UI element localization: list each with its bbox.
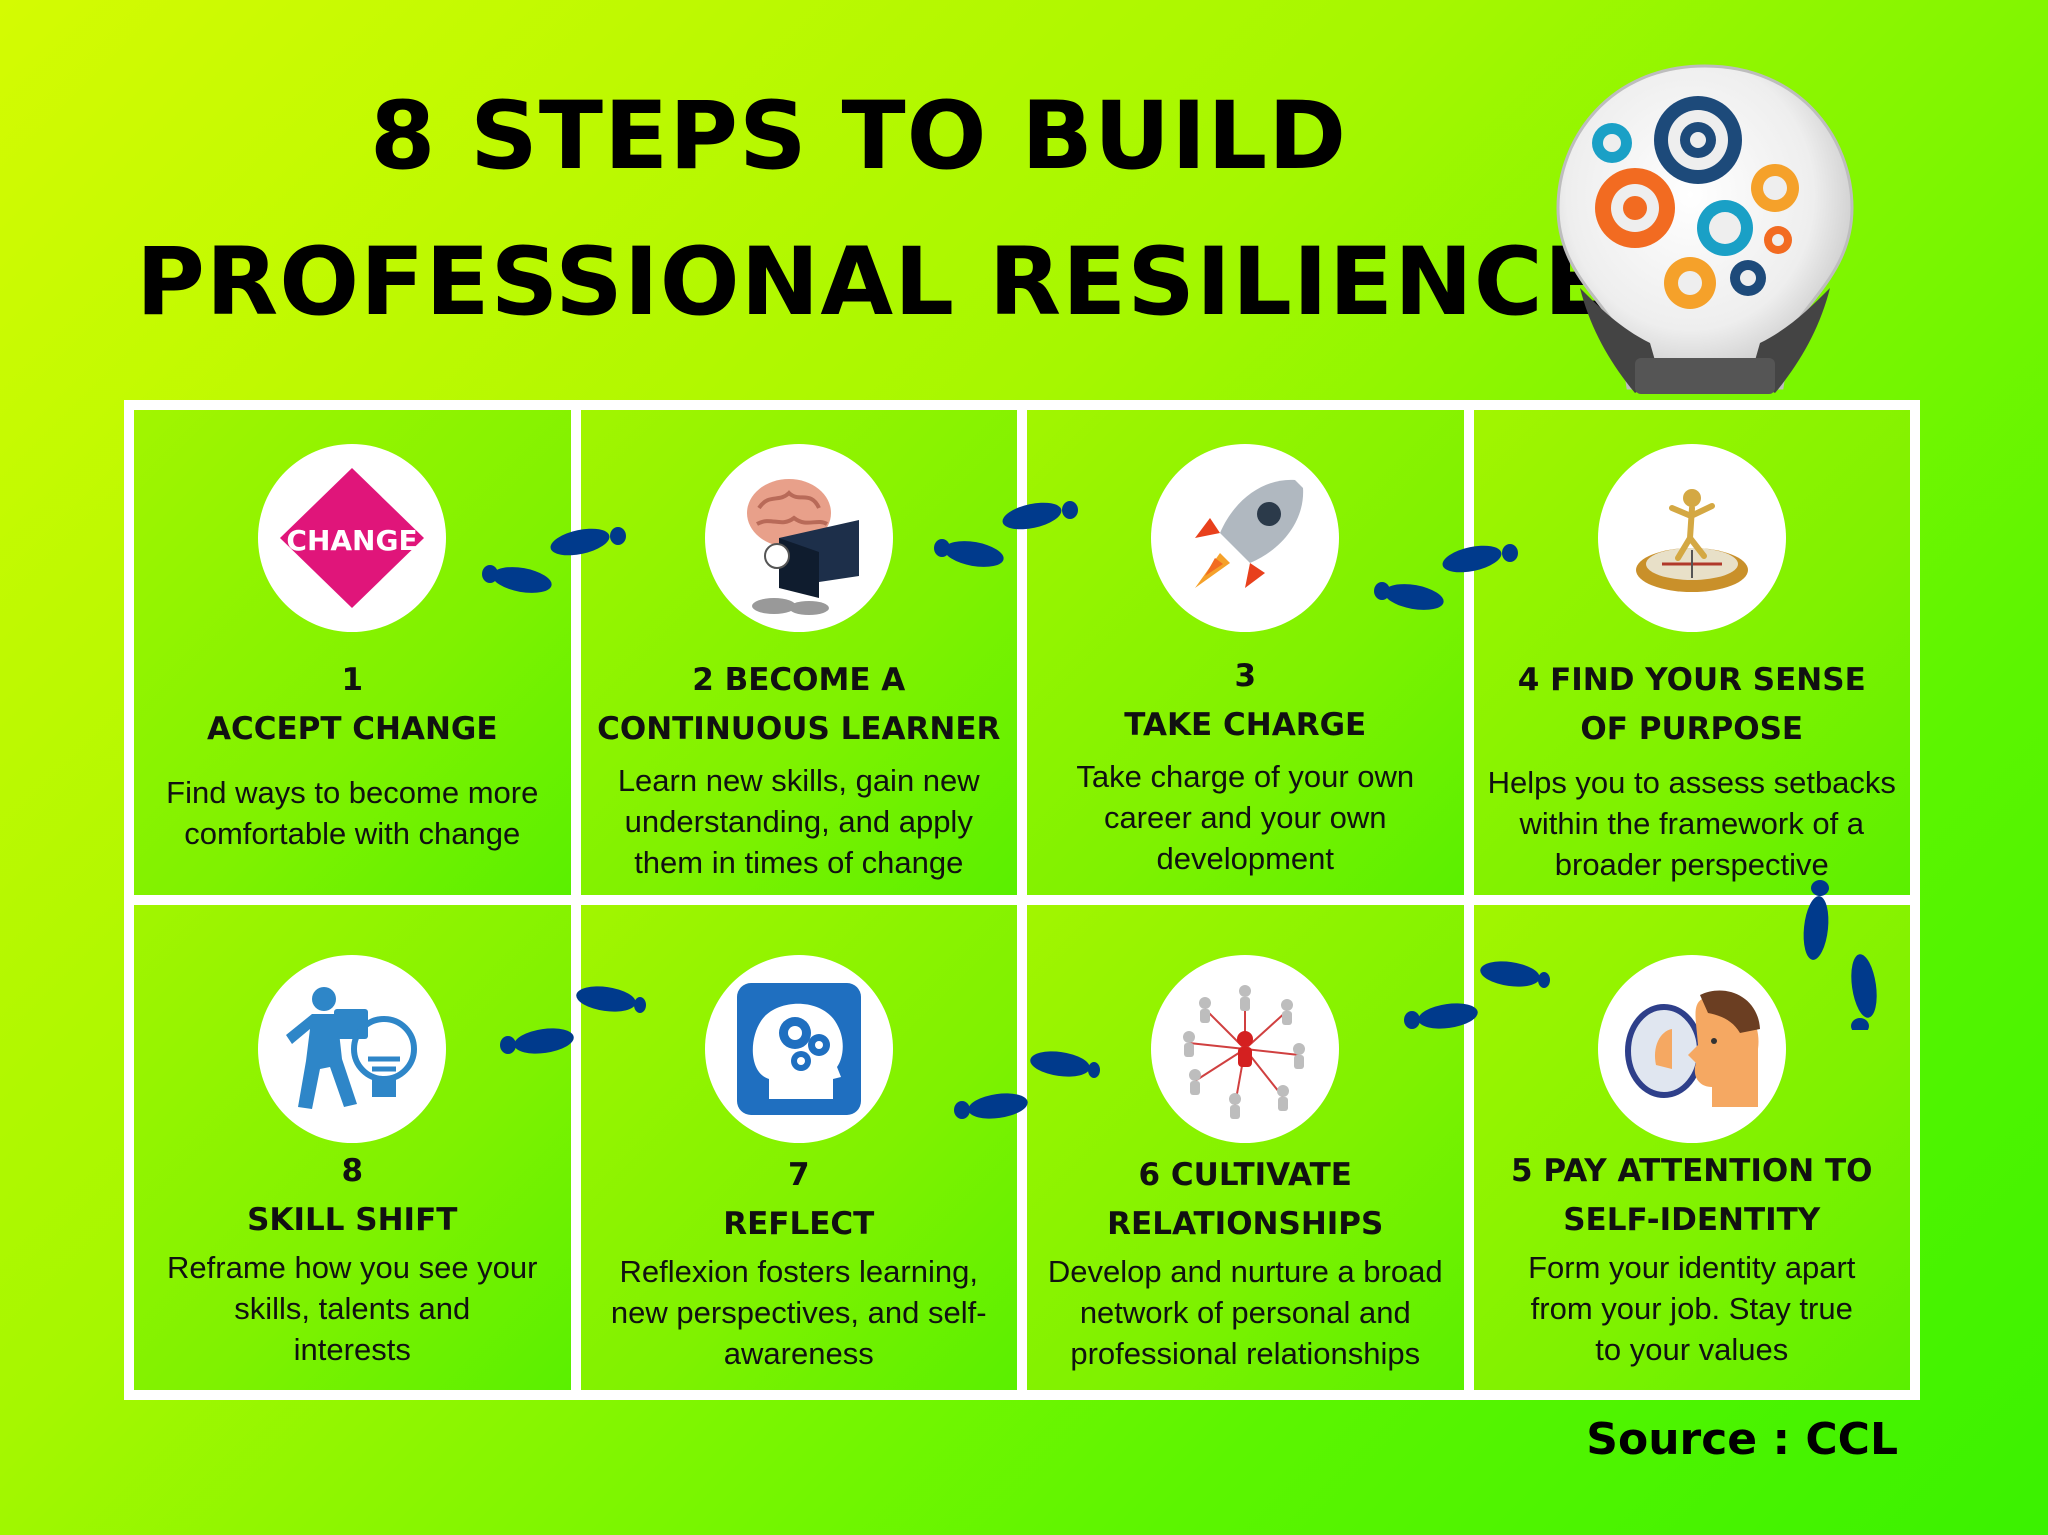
step-card-6: 6 CULTIVATE RELATIONSHIPS Develop and nu… <box>1027 905 1464 1390</box>
step-7-desc-line: awareness <box>723 1336 874 1371</box>
network-people-icon <box>1183 985 1306 1119</box>
step-5-desc-line: from your job. Stay true <box>1530 1291 1853 1326</box>
step-7-desc-line: Reflexion fosters learning, <box>619 1254 978 1289</box>
change-sign-text: CHANGE <box>287 524 418 557</box>
step-7-title-line: REFLECT <box>723 1206 875 1242</box>
step-3-title: 3 TAKE CHARGE <box>1027 652 1464 750</box>
step-6-icon-circle <box>1151 955 1340 1143</box>
step-2-title-line: CONTINUOUS LEARNER <box>597 711 1001 747</box>
step-3-title-line: TAKE CHARGE <box>1124 707 1367 743</box>
step-6-title-line: 6 CULTIVATE <box>1138 1157 1352 1193</box>
step-5-desc-line: Form your identity apart <box>1528 1250 1856 1285</box>
step-7-desc-line: new perspectives, and self- <box>610 1295 987 1330</box>
footprints-icon <box>1803 880 1877 1030</box>
title-line-1: 8 STEPS TO BUILD <box>370 82 1348 191</box>
step-4-desc-line: broader perspective <box>1554 847 1829 882</box>
step-5-icon-circle <box>1597 955 1786 1143</box>
step-2-title: 2 BECOME A CONTINUOUS LEARNER <box>581 656 1018 754</box>
step-3-icon-circle <box>1151 444 1340 632</box>
step-1-description: Find ways to become more comfortable wit… <box>148 772 557 854</box>
step-4-description: Helps you to assess setbacks within the … <box>1488 762 1897 885</box>
step-3-description: Take charge of your own career and your … <box>1041 756 1450 879</box>
title-line-2: PROFESSIONAL RESILIENCE <box>136 228 1609 337</box>
step-1-title: 1 ACCEPT CHANGE <box>134 656 571 754</box>
step-2-description: Learn new skills, gain new understanding… <box>595 760 1004 883</box>
step-6-title: 6 CULTIVATE RELATIONSHIPS <box>1027 1151 1464 1249</box>
step-8-description: Reframe how you see your skills, talents… <box>148 1247 557 1370</box>
step-8-icon-circle <box>258 955 447 1143</box>
step-4-desc-line: within the framework of a <box>1519 806 1865 841</box>
step-8-desc-line: skills, talents and <box>234 1291 471 1326</box>
compass-figure-icon <box>1635 489 1748 592</box>
step-2-desc-line: Learn new skills, gain new <box>617 763 980 798</box>
step-3-desc-line: career and your own <box>1103 800 1387 835</box>
step-8-title: 8 SKILL SHIFT <box>134 1147 571 1245</box>
step-8-title-line: SKILL SHIFT <box>247 1202 458 1238</box>
footprints-icon <box>1404 961 1550 1029</box>
step-2-desc-line: them in times of change <box>634 845 964 880</box>
step-4-title-line: OF PURPOSE <box>1580 711 1804 747</box>
step-6-desc-line: Develop and nurture a broad <box>1047 1254 1443 1289</box>
step-4-icon-circle <box>1597 444 1786 632</box>
change-sign-icon: CHANGE <box>280 468 425 608</box>
step-card-3: 3 TAKE CHARGE Take charge of your own ca… <box>1027 410 1464 895</box>
step-7-title: 7 REFLECT <box>581 1151 1018 1249</box>
step-6-title-line: RELATIONSHIPS <box>1107 1206 1384 1242</box>
step-2-icon-circle <box>704 444 893 632</box>
step-7-title-line: 7 <box>787 1157 810 1193</box>
step-3-desc-line: development <box>1156 841 1334 876</box>
step-5-desc-line: to your values <box>1595 1332 1789 1367</box>
step-card-8: 8 SKILL SHIFT Reframe how you see your s… <box>134 905 571 1390</box>
step-card-5: 5 PAY ATTENTION TO SELF-IDENTITY Form yo… <box>1473 905 1911 1390</box>
step-3-desc-line: Take charge of your own <box>1076 759 1415 794</box>
step-card-2: 2 BECOME A CONTINUOUS LEARNER Learn new … <box>580 410 1018 895</box>
steps-grid: CHANGE 1 ACCEPT CHANGE Find ways to beco… <box>124 400 1920 1400</box>
step-card-4: 4 FIND YOUR SENSE OF PURPOSE Helps you t… <box>1473 410 1911 895</box>
step-card-1: CHANGE 1 ACCEPT CHANGE Find ways to beco… <box>134 410 571 895</box>
step-6-desc-line: network of personal and <box>1079 1295 1411 1330</box>
step-1-icon-circle: CHANGE <box>258 444 447 632</box>
step-8-title-line: 8 <box>341 1153 364 1189</box>
footprints-icon <box>934 501 1078 567</box>
step-7-description: Reflexion fosters learning, new perspect… <box>595 1251 1004 1374</box>
lightbulb-gears-icon <box>1556 64 1854 394</box>
step-7-icon-circle <box>704 955 893 1143</box>
step-5-description: Form your identity apart from your job. … <box>1488 1247 1897 1370</box>
rocket-icon <box>1195 479 1304 588</box>
footprints-icon <box>954 1051 1100 1119</box>
footprints-icon <box>500 986 646 1054</box>
step-4-title-line: 4 FIND YOUR SENSE <box>1517 662 1866 698</box>
footprints-icon <box>482 527 626 593</box>
step-6-description: Develop and nurture a broad network of p… <box>1041 1251 1450 1374</box>
puzzle-lightbulb-icon <box>286 987 418 1109</box>
step-8-desc-line: Reframe how you see your <box>167 1250 538 1285</box>
step-1-desc-line: comfortable with change <box>184 816 521 851</box>
step-1-desc-line: Find ways to become more <box>166 775 539 810</box>
step-8-desc-line: interests <box>293 1332 411 1367</box>
step-5-title: 5 PAY ATTENTION TO SELF-IDENTITY <box>1474 1147 1911 1245</box>
footprints-icon <box>1374 544 1518 610</box>
step-1-title-line: ACCEPT CHANGE <box>206 711 498 747</box>
face-mirror-icon <box>1624 990 1760 1107</box>
step-2-title-line: 2 BECOME A <box>692 662 906 698</box>
step-4-desc-line: Helps you to assess setbacks <box>1487 765 1896 800</box>
step-1-title-line: 1 <box>341 662 364 698</box>
step-6-desc-line: professional relationships <box>1070 1336 1421 1371</box>
source-credit: Source : CCL <box>1586 1414 1898 1465</box>
step-4-title: 4 FIND YOUR SENSE OF PURPOSE <box>1474 656 1911 754</box>
step-5-title-line: SELF-IDENTITY <box>1563 1202 1821 1238</box>
step-card-7: 7 REFLECT Reflexion fosters learning, ne… <box>580 905 1018 1390</box>
step-3-title-line: 3 <box>1234 658 1257 694</box>
step-5-title-line: 5 PAY ATTENTION TO <box>1511 1153 1873 1189</box>
step-2-desc-line: understanding, and apply <box>624 804 973 839</box>
head-gears-icon <box>736 983 861 1115</box>
brain-reading-book-icon <box>746 479 859 615</box>
